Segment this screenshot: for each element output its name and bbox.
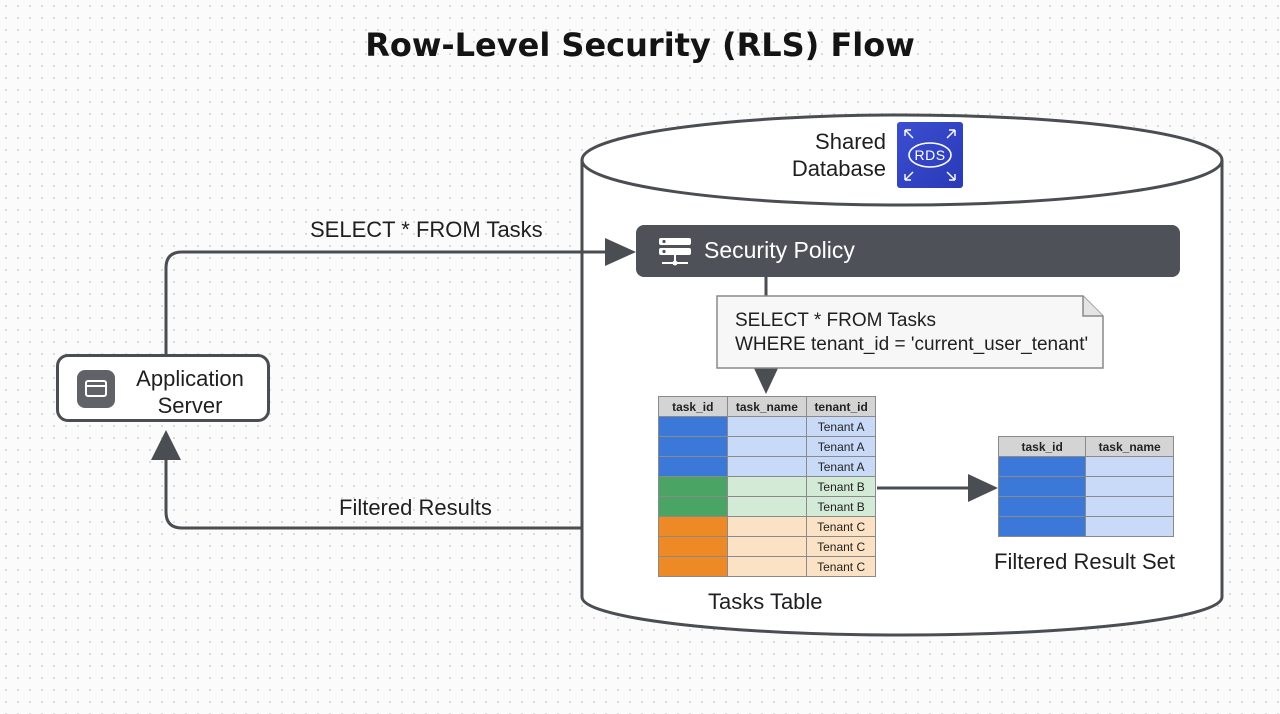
filtered-result-table: task_id task_name (997, 436, 1174, 537)
filter-arrowhead (968, 474, 998, 502)
table-row: Tenant C (658, 556, 876, 577)
shared-database-label-line2: Database (791, 156, 886, 181)
tasks-table-header-task-id: task_id (658, 396, 728, 417)
table-row (997, 496, 1174, 517)
task-id-cell (658, 496, 728, 517)
task-name-cell (726, 476, 808, 497)
task-id-cell (658, 516, 728, 537)
query-note-shape (716, 295, 1104, 369)
rewritten-query-line2: WHERE tenant_id = 'current_user_tenant' (735, 334, 1089, 355)
tenant-id-cell: Tenant A (806, 416, 876, 437)
application-server-label: Application Server (127, 365, 253, 419)
table-row: Tenant B (658, 496, 876, 517)
tenant-id-cell: Tenant B (806, 496, 876, 517)
result-table-header-task-name: task_name (1085, 436, 1174, 457)
task-id-cell (997, 456, 1087, 477)
task-name-cell (1085, 496, 1174, 517)
task-name-cell (726, 516, 808, 537)
result-table-header-task-id: task_id (997, 436, 1087, 457)
rewritten-query-note: SELECT * FROM Tasks WHERE tenant_id = 'c… (717, 296, 1103, 368)
server-rack-icon (659, 238, 691, 266)
task-name-cell (726, 496, 808, 517)
task-id-cell (658, 556, 728, 577)
tenant-id-cell: Tenant C (806, 556, 876, 577)
table-row: Tenant A (658, 456, 876, 477)
tenant-id-cell: Tenant A (806, 436, 876, 457)
task-id-cell (997, 476, 1087, 497)
task-id-cell (658, 416, 728, 437)
task-id-cell (658, 436, 728, 457)
task-name-cell (726, 436, 808, 457)
diagram-title: Row-Level Security (RLS) Flow (365, 26, 915, 64)
task-id-cell (997, 516, 1087, 537)
table-row: Tenant A (658, 436, 876, 457)
task-name-cell (726, 416, 808, 437)
table-row (997, 476, 1174, 497)
filtered-result-caption: Filtered Result Set (994, 549, 1175, 574)
tenant-id-cell: Tenant C (806, 516, 876, 537)
task-id-cell (658, 536, 728, 557)
rds-icon-text: RDS (914, 147, 946, 163)
request-arrowhead (605, 238, 636, 266)
task-name-cell (726, 556, 808, 577)
table-row (997, 456, 1174, 477)
table-row: Tenant B (658, 476, 876, 497)
note-to-table-arrowhead (752, 364, 780, 394)
task-name-cell (726, 536, 808, 557)
tasks-table-header-task-name: task_name (726, 396, 808, 417)
response-arrow (164, 458, 582, 530)
shared-database-label-line1: Shared (815, 129, 886, 154)
response-label: Filtered Results (339, 495, 492, 520)
application-server-label-line2: Server (157, 393, 223, 418)
shared-database-label: Shared Database (770, 128, 886, 182)
tenant-id-cell: Tenant B (806, 476, 876, 497)
task-id-cell (658, 456, 728, 477)
application-server-label-line1: Application (136, 366, 244, 391)
task-name-cell (1085, 456, 1174, 477)
request-label: SELECT * FROM Tasks (310, 217, 543, 242)
tenant-id-cell: Tenant C (806, 536, 876, 557)
table-row: Tenant A (658, 416, 876, 437)
tenant-id-cell: Tenant A (806, 456, 876, 477)
rds-icon: RDS (897, 122, 963, 188)
request-arrow (164, 250, 608, 354)
task-id-cell (658, 476, 728, 497)
browser-window-icon (77, 370, 115, 408)
tasks-table-caption: Tasks Table (708, 589, 823, 614)
security-policy-label: Security Policy (704, 237, 855, 263)
task-name-cell (1085, 476, 1174, 497)
table-row (997, 516, 1174, 537)
application-server-node[interactable]: Application Server (56, 354, 270, 422)
task-id-cell (997, 496, 1087, 517)
security-policy-node[interactable]: Security Policy (636, 225, 1180, 277)
table-row: Tenant C (658, 516, 876, 537)
rewritten-query-line1: SELECT * FROM Tasks (735, 310, 936, 331)
table-row: Tenant C (658, 536, 876, 557)
query-note-fold (1082, 296, 1103, 317)
response-arrowhead (151, 430, 181, 460)
task-name-cell (726, 456, 808, 477)
task-name-cell (1085, 516, 1174, 537)
tasks-table-header-tenant-id: tenant_id (806, 396, 876, 417)
